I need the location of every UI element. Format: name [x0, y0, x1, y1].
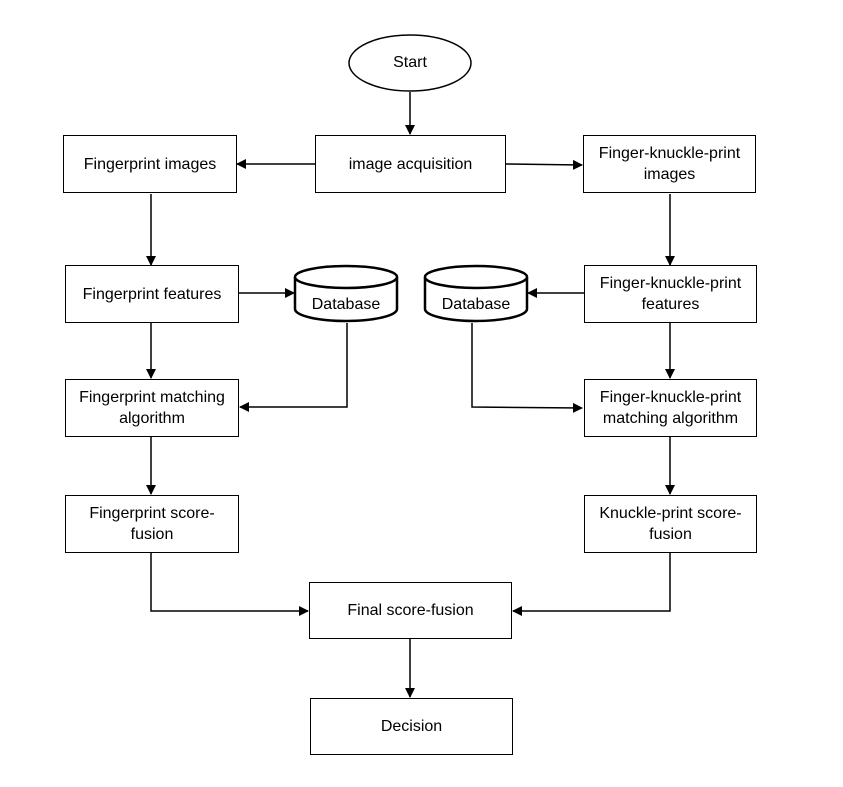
edge-database-to-fingerprint-matching	[239, 323, 348, 412]
fingerprint-score-fusion-label: Fingerprint score-fusion	[89, 505, 215, 543]
fingerprint-matching-label: Fingerprint matching algorithm	[79, 389, 225, 427]
final-score-fusion-label: Final score-fusion	[347, 602, 474, 619]
knuckle-score-fusion-node: Knuckle-print score-fusion	[584, 495, 757, 553]
final-score-fusion-node: Final score-fusion	[309, 582, 512, 639]
edge-fingerprint-fusion-to-final	[150, 553, 309, 616]
fingerprint-images-node: Fingerprint images	[63, 135, 237, 193]
edge-acquisition-to-fkp-images	[504, 159, 583, 170]
edge-database-to-fkp-matching	[471, 323, 583, 413]
database-right-label: Database	[441, 296, 511, 313]
fingerprint-score-fusion-node: Fingerprint score-fusion	[65, 495, 239, 553]
database-right-shape	[423, 264, 529, 323]
fkp-matching-label: Finger-knuckle-print matching algorithm	[599, 389, 742, 427]
edge-knuckle-fusion-to-final	[512, 553, 671, 616]
fingerprint-images-label: Fingerprint images	[83, 155, 217, 173]
fingerprint-features-label: Fingerprint features	[82, 285, 222, 303]
decision-node: Decision	[310, 698, 513, 755]
knuckle-score-fusion-label: Knuckle-print score-fusion	[599, 505, 742, 543]
start-label: Start	[393, 54, 427, 71]
database-left-shape	[293, 264, 399, 323]
fkp-matching-node: Finger-knuckle-print matching algorithm	[584, 379, 757, 437]
start-node-shape	[348, 34, 472, 92]
image-acquisition-node: image acquisition	[315, 135, 506, 193]
database-right-node: Database	[425, 290, 527, 320]
fkp-images-label: Finger-knuckle-print images	[598, 145, 741, 183]
database-left-node: Database	[295, 290, 397, 320]
fingerprint-features-node: Fingerprint features	[65, 265, 239, 323]
fkp-features-label: Finger-knuckle-print features	[599, 275, 742, 313]
image-acquisition-label: image acquisition	[348, 155, 473, 173]
decision-label: Decision	[380, 718, 443, 735]
fkp-features-node: Finger-knuckle-print features	[584, 265, 757, 323]
fingerprint-matching-node: Fingerprint matching algorithm	[65, 379, 239, 437]
database-left-label: Database	[311, 296, 381, 313]
start-node: Start	[349, 35, 471, 91]
fkp-images-node: Finger-knuckle-print images	[583, 135, 756, 193]
